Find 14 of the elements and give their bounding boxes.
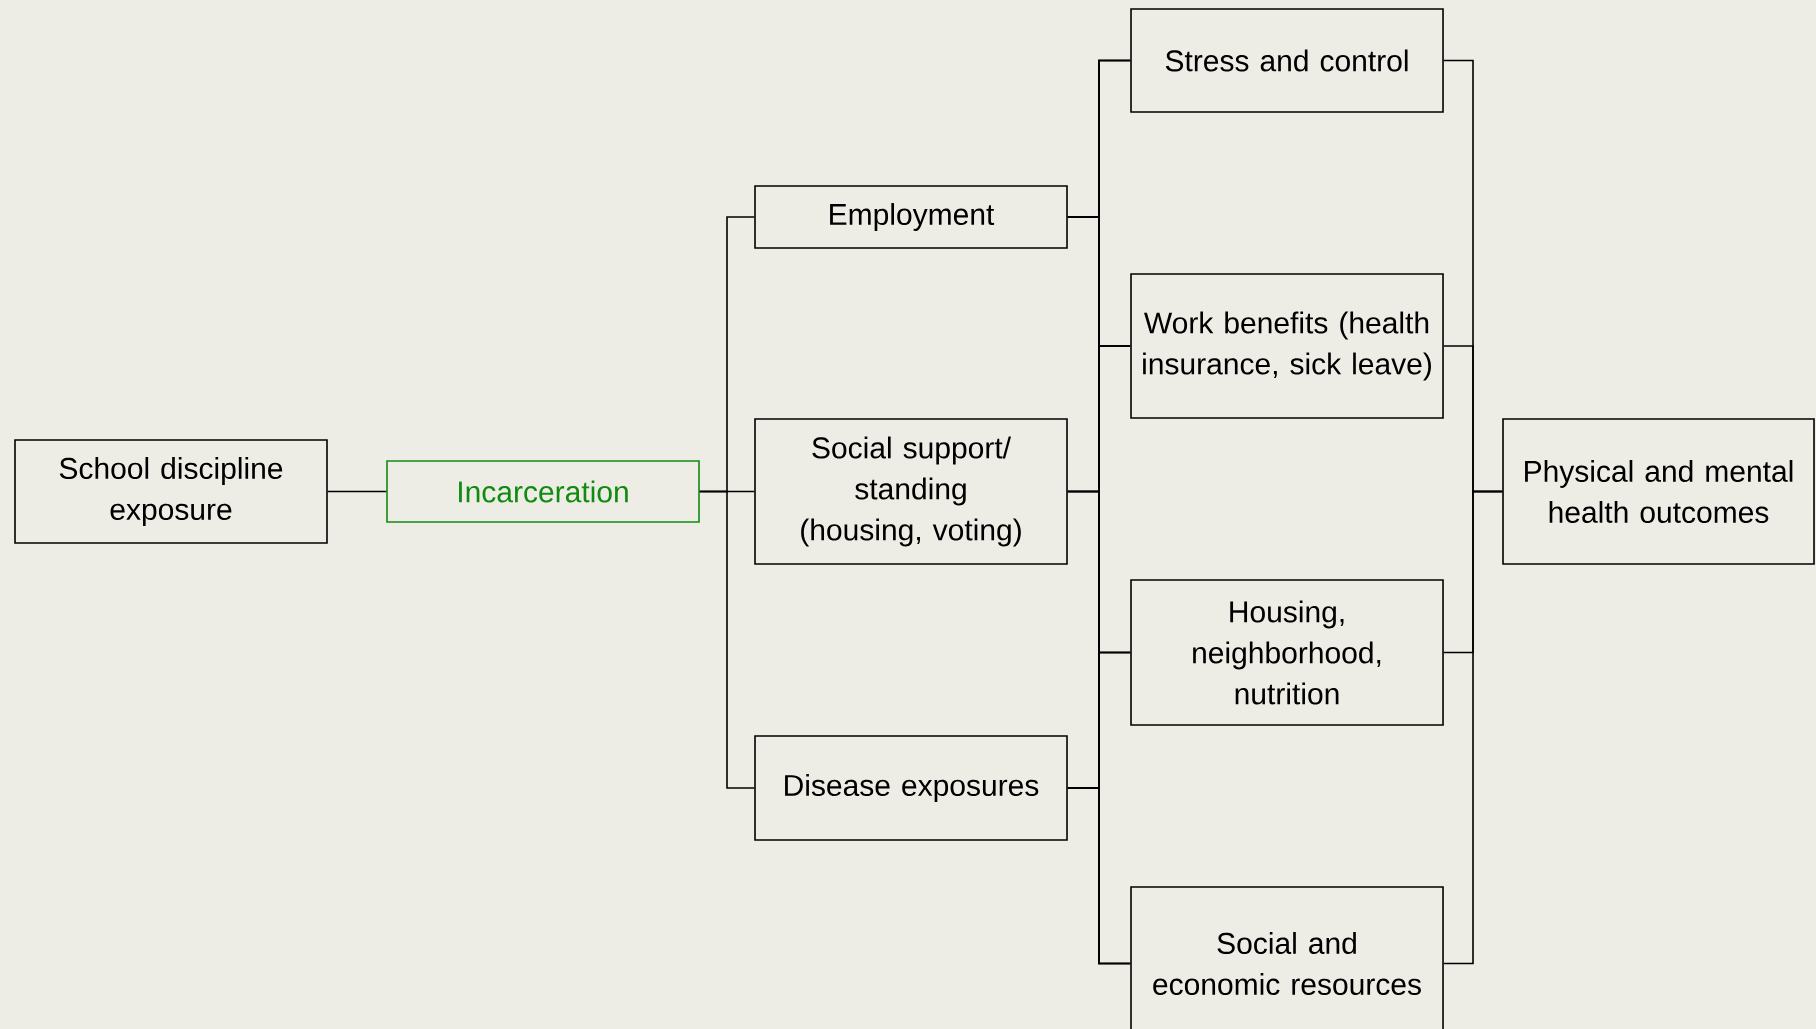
process-box: School discipline exposure: [14, 439, 328, 544]
process-box: Employment: [754, 185, 1068, 249]
process-box: Incarceration: [386, 460, 700, 523]
process-box: Housing, neighborhood, nutrition: [1130, 579, 1444, 726]
process-box: Disease exposures: [754, 735, 1068, 841]
connector-line: [1443, 490, 1503, 965]
connector-line: [1067, 787, 1131, 965]
process-box: Work benefits (health insurance, sick leave): [1130, 273, 1444, 419]
connector-line: [327, 490, 387, 493]
connector-line: [699, 490, 755, 789]
process-box: Social support/ standing (housing, voting): [754, 418, 1068, 565]
process-box: Stress and control: [1130, 8, 1444, 113]
process-box: Physical and mental health outcomes: [1502, 418, 1815, 565]
process-box: Social and economic resources: [1130, 886, 1444, 1029]
